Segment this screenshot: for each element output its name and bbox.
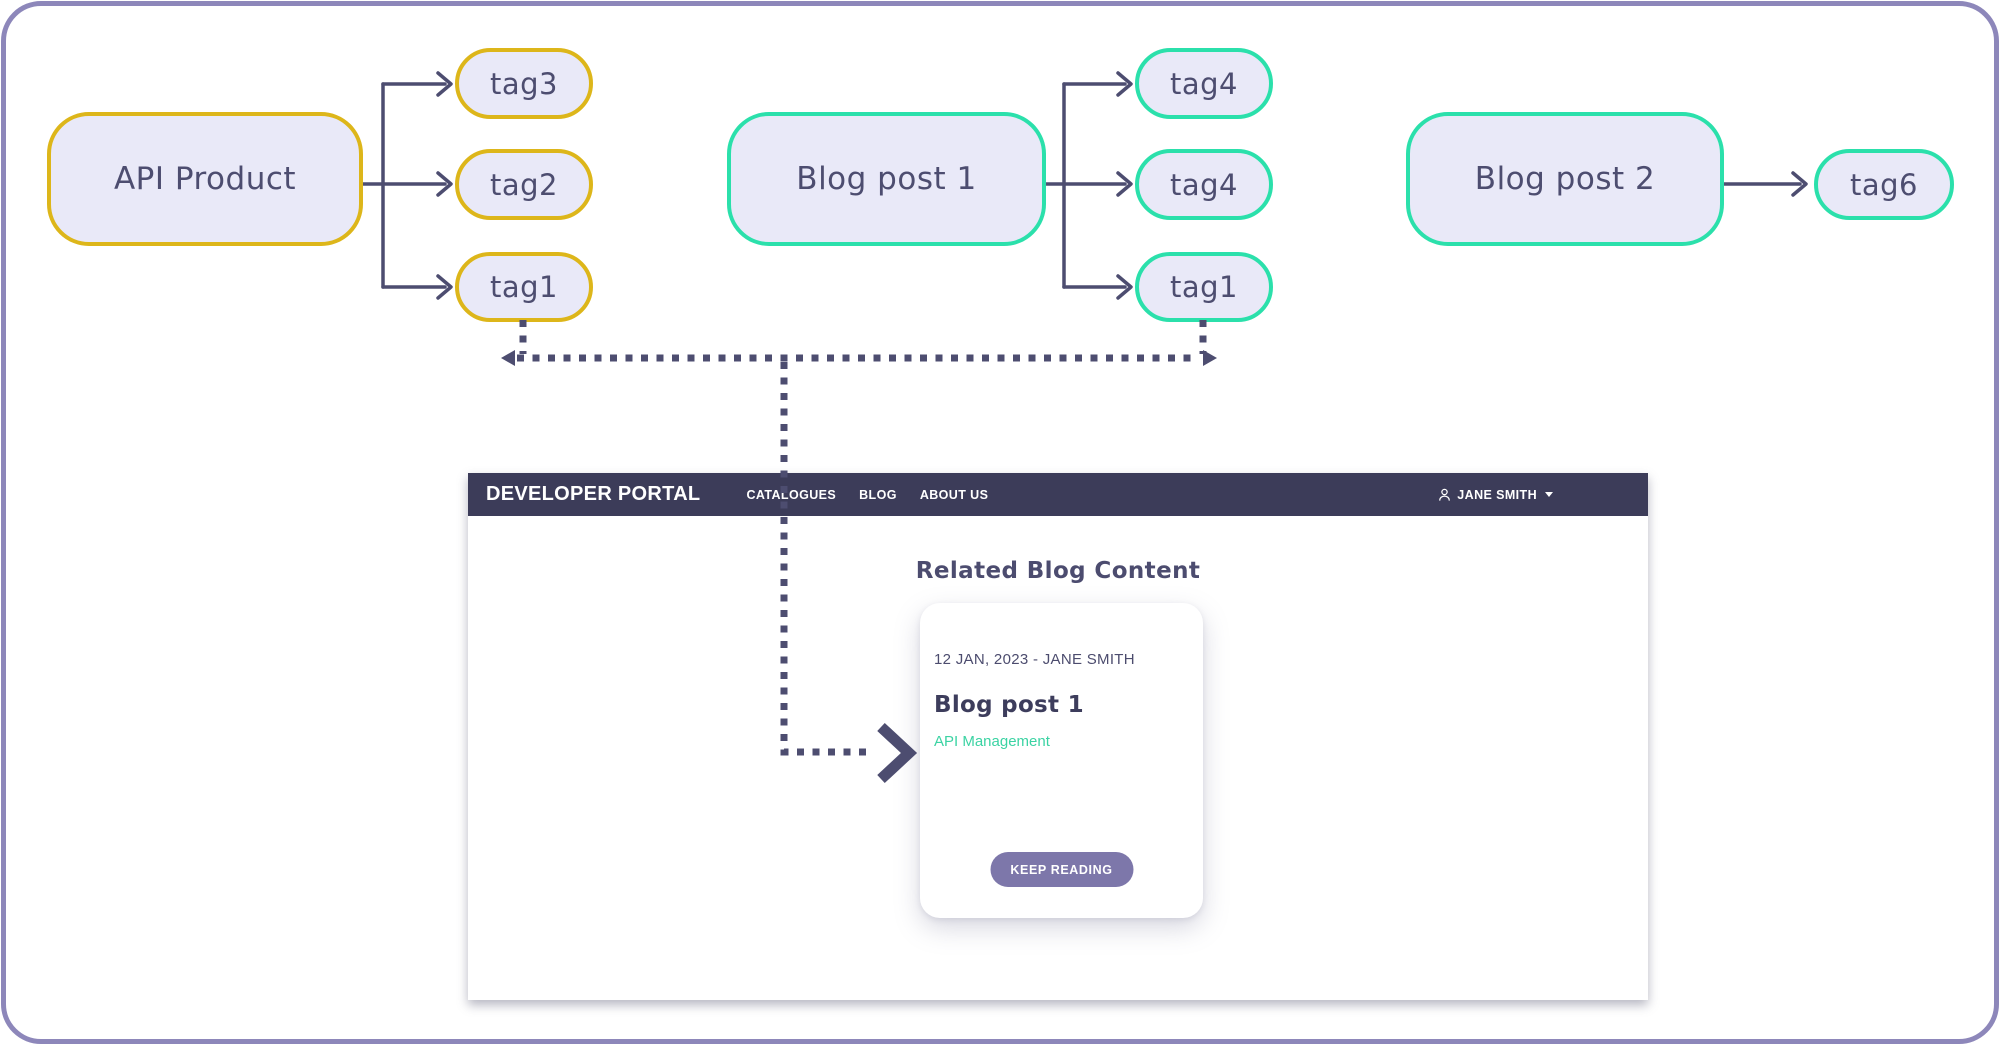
blog-card: 12 JAN, 2023 - JANE SMITH Blog post 1 AP… [920, 603, 1203, 918]
node-tag2: tag2 [455, 149, 593, 220]
node-tag1-product: tag1 [455, 252, 593, 322]
node-tag3: tag3 [455, 48, 593, 119]
chevron-down-icon [1545, 492, 1553, 497]
nav-item-blog[interactable]: BLOG [859, 487, 897, 502]
node-blog-post-2-label: Blog post 2 [1474, 161, 1656, 197]
node-tag4-a: tag4 [1135, 48, 1273, 119]
section-title: Related Blog Content [915, 558, 1201, 584]
portal-navbar: DEVELOPER PORTAL CATALOGUES BLOG ABOUT U… [468, 473, 1648, 516]
node-tag4-b: tag4 [1135, 149, 1273, 220]
node-tag1-blog: tag1 [1135, 252, 1273, 322]
blog-card-tag-link[interactable]: API Management [934, 733, 1050, 750]
node-tag1-blog-label: tag1 [1169, 270, 1238, 304]
node-api-product: API Product [47, 112, 363, 246]
node-blog-post-2: Blog post 2 [1406, 112, 1724, 246]
portal-nav-links: CATALOGUES BLOG ABOUT US [746, 488, 988, 502]
node-tag6: tag6 [1814, 149, 1954, 220]
node-blog-post-1: Blog post 1 [727, 112, 1046, 246]
user-name: JANE SMITH [1457, 487, 1537, 502]
nav-item-about-us[interactable]: ABOUT US [919, 487, 989, 502]
keep-reading-button[interactable]: KEEP READING [990, 852, 1133, 887]
node-api-product-label: API Product [113, 161, 297, 197]
blog-card-title: Blog post 1 [934, 692, 1084, 718]
blog-card-meta: 12 JAN, 2023 - JANE SMITH [934, 651, 1135, 668]
portal-brand: DEVELOPER PORTAL [486, 483, 701, 505]
node-tag3-label: tag3 [489, 66, 558, 101]
node-tag1-product-label: tag1 [489, 270, 558, 304]
node-tag4-a-label: tag4 [1169, 66, 1238, 101]
portal-mockup: DEVELOPER PORTAL CATALOGUES BLOG ABOUT U… [468, 473, 1648, 1000]
node-blog-post-1-label: Blog post 1 [796, 161, 977, 197]
user-menu[interactable]: JANE SMITH [1437, 473, 1553, 516]
dotted-arrow-right [1203, 350, 1217, 366]
user-icon [1439, 488, 1451, 501]
node-tag2-label: tag2 [489, 167, 558, 202]
nav-item-catalogues[interactable]: CATALOGUES [746, 487, 837, 502]
node-tag4-b-label: tag4 [1169, 167, 1238, 202]
dotted-arrow-left [501, 350, 515, 366]
node-tag6-label: tag6 [1849, 167, 1918, 202]
